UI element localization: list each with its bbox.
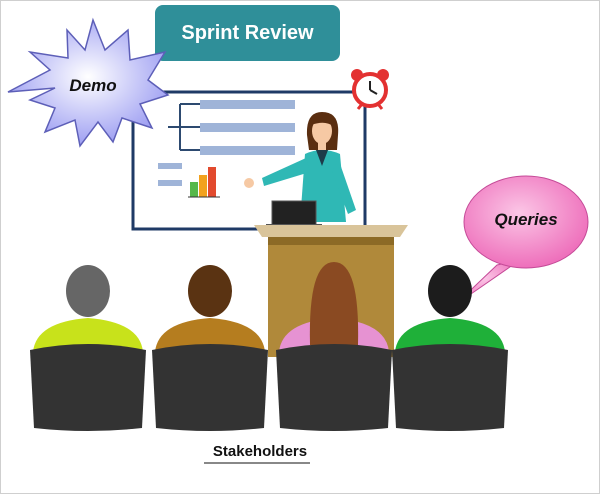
audience-member	[152, 265, 268, 431]
presenter	[244, 112, 356, 229]
audience-member	[392, 265, 508, 431]
queries-bubble	[454, 175, 589, 306]
footer-label: Stakeholders	[212, 443, 308, 460]
audience-member	[276, 262, 392, 431]
audience	[30, 262, 508, 431]
screen-bar-2	[199, 175, 207, 197]
title-box	[155, 5, 340, 61]
demo-label: Demo	[69, 76, 117, 95]
screen-bar-3	[208, 167, 216, 197]
alarm-clock-icon	[351, 69, 389, 110]
title: Sprint Review	[181, 22, 314, 44]
screen-bar-1	[190, 182, 198, 197]
queries-label: Queries	[494, 210, 558, 229]
demo-starburst	[7, 17, 170, 148]
audience-member	[30, 265, 146, 431]
